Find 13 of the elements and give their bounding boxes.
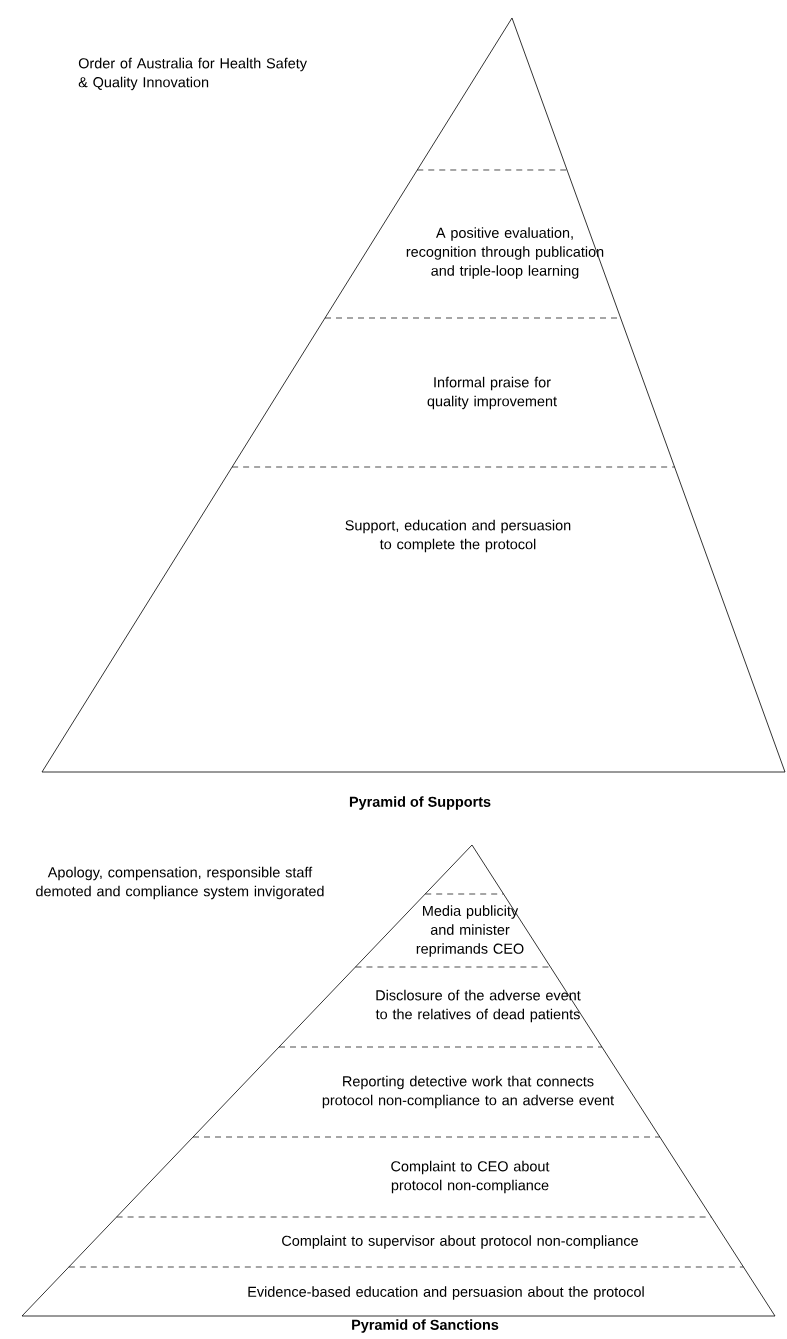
tier-label: Reporting detective work that connects protocol non-compliance to an adverse event: [322, 1075, 614, 1109]
tier-label: Disclosure of the adverse event to the relatives of dead patients: [375, 989, 581, 1023]
tier-label: A positive evaluation, recognition through publication and triple-loop learning: [406, 227, 604, 279]
tier-label: Complaint to CEO about protocol non-compliance: [391, 1160, 550, 1194]
tier-label: Complaint to supervisor about protocol non-compliance: [282, 1235, 638, 1249]
tier-label: Apology, compensation, responsible staff demoted and compliance system invigorated: [36, 866, 324, 900]
pyramid-title: Pyramid of Supports: [349, 796, 491, 810]
tier-label: Media publicity and minister reprimands CEO: [416, 905, 524, 957]
tier-label: Evidence-based education and persuasion about the protocol: [248, 1286, 644, 1300]
tier-label: Support, education and persuasion to complete the protocol: [345, 519, 571, 553]
tier-label: Order of Australia for Health Safety & Quality Innovation: [78, 57, 307, 91]
pyramid-title: Pyramid of Sanctions: [352, 1319, 499, 1333]
tier-label: Informal praise for quality improvement: [427, 376, 557, 410]
